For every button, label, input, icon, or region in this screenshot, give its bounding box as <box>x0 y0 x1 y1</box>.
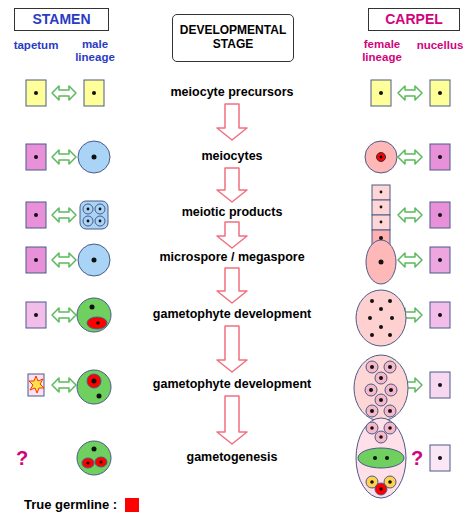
column-header: tapetum <box>14 39 59 52</box>
legend-text: True germline : <box>24 497 117 512</box>
stage-label: meiotic products <box>182 206 283 220</box>
question-mark: ? <box>16 447 28 469</box>
stage-label: microspore / megaspore <box>159 251 304 265</box>
stage-label: gametophyte development <box>153 378 311 392</box>
column-header: nucellus <box>417 39 464 52</box>
stage-label: meiocytes <box>201 150 262 164</box>
stage-label: gametophyte development <box>153 308 311 322</box>
stage-label: gametogenesis <box>186 451 277 465</box>
section-box: STAMEN <box>14 8 109 31</box>
nuclei <box>34 91 442 491</box>
question-mark: ? <box>411 447 423 469</box>
box-title: STAMEN <box>32 11 90 27</box>
stage-label: meiocyte precursors <box>171 86 294 100</box>
column-header: male lineage <box>67 38 123 63</box>
cells <box>26 80 450 498</box>
degeneration-burst <box>29 376 44 393</box>
section-box: CARPEL <box>368 8 460 31</box>
box-title: DEVELOPMENTAL STAGE <box>175 24 291 52</box>
interaction-arrows <box>52 86 422 392</box>
stage-header-box: DEVELOPMENTAL STAGE <box>172 14 294 62</box>
legend-swatch <box>125 498 139 512</box>
box-title: CARPEL <box>385 11 443 27</box>
column-header: female lineage <box>354 38 410 63</box>
